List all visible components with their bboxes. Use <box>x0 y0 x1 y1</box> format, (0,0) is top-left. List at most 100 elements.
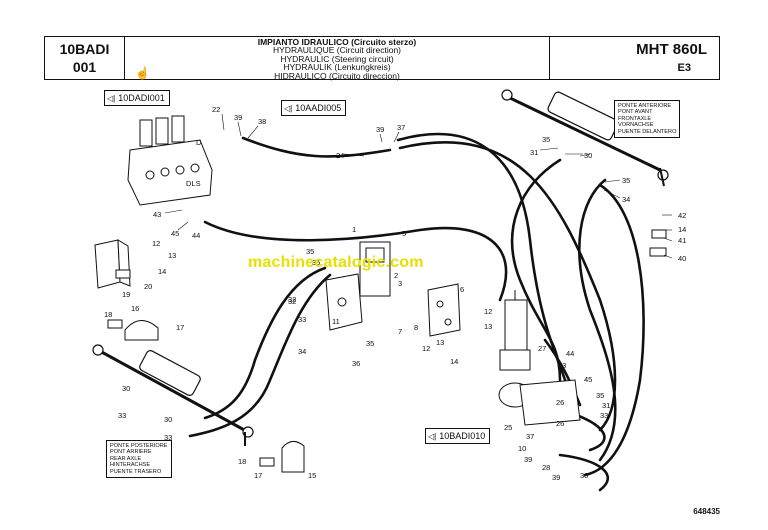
note-line: FRONTAXLE <box>618 115 652 122</box>
title-line-es: HIDRAULICO (Circuito direccion) <box>274 70 400 81</box>
note-line: PONTE POSTERIORE <box>110 443 168 449</box>
reference-box-3[interactable]: ◁|10BADI010 <box>425 428 491 444</box>
part-label: 31 <box>602 401 610 410</box>
priority-valve <box>325 241 461 337</box>
part-label: 33 <box>164 433 172 442</box>
part-label: 18 <box>238 457 246 466</box>
hose <box>241 136 392 158</box>
part-label: 10 <box>518 444 526 453</box>
hose <box>203 220 508 302</box>
part-label: 12 <box>152 239 160 248</box>
part-label: 35 <box>312 258 320 267</box>
part-label: 6 <box>460 285 464 294</box>
part-label: 37 <box>397 123 405 132</box>
reference-box-2[interactable]: ◁|10AADI005 <box>281 100 347 116</box>
note-line: VORNACHSE <box>618 122 654 129</box>
model-name: MHT 860L <box>636 41 707 58</box>
part-label: 20 <box>144 282 152 291</box>
part-label: 33 <box>298 315 306 324</box>
steering-valve-block <box>127 115 213 206</box>
hose <box>510 158 562 382</box>
note-line: REAR AXLE <box>110 455 142 462</box>
part-label: 14 <box>678 225 686 234</box>
part-label: 44 <box>192 231 200 240</box>
title-line-en: HYDRAULIC (Steering circuit) <box>280 53 394 64</box>
part-label: 2 <box>394 271 398 280</box>
reference-code: 10AADI005 <box>295 103 342 113</box>
part-label: 35 <box>306 247 314 256</box>
part-label: 43 <box>153 210 161 219</box>
hand-cursor-icon: ☝ <box>135 66 150 80</box>
title-line-de: HYDRAULIK (Lenkungkreis) <box>283 62 391 73</box>
port-label-dls: DLS <box>186 179 201 188</box>
section-code-cell: 10BADI 001 <box>45 37 125 79</box>
section-code: 10BADI <box>59 41 110 57</box>
steering-unit <box>498 290 581 426</box>
part-label: 12 <box>484 307 492 316</box>
part-label: 35 <box>542 135 550 144</box>
clamp-parts <box>107 229 667 467</box>
part-label: 26 <box>556 419 564 428</box>
guard-part <box>124 320 305 473</box>
part-label: 38 <box>258 117 266 126</box>
part-label: 39 <box>552 473 560 482</box>
revision-code: E3 <box>677 62 691 74</box>
part-label: 17 <box>176 323 184 332</box>
part-label: 25 <box>504 423 512 432</box>
part-label: 35 <box>622 176 630 185</box>
leader-lines <box>164 113 673 259</box>
part-label: 30 <box>164 415 172 424</box>
part-label: 36 <box>352 359 360 368</box>
part-label: 45 <box>171 229 179 238</box>
title-line-it: IMPIANTO IDRAULICO (Circuito sterzo) <box>257 37 417 47</box>
part-label: 13 <box>436 338 444 347</box>
part-label: 23 <box>558 361 566 370</box>
front-axle-note: PONTE ANTERIORE PONT AVANT FRONTAXLE VOR… <box>614 100 681 139</box>
part-label: 13 <box>484 322 492 331</box>
part-label: 34 <box>622 195 630 204</box>
hose <box>558 453 610 492</box>
part-label: 5 <box>402 229 406 238</box>
part-label: 15 <box>308 471 316 480</box>
part-label: 33 <box>118 411 126 420</box>
part-label: 41 <box>678 236 686 245</box>
part-label: 7 <box>398 327 402 336</box>
part-label: 34 <box>298 347 306 356</box>
rear-steering-cylinder <box>92 344 254 446</box>
back-arrow-icon: ◁| <box>284 104 293 113</box>
part-label: 40 <box>678 254 686 263</box>
part-label: 24 <box>336 151 344 160</box>
part-label: 35 <box>596 391 604 400</box>
model-cell: MHT 860L E3 <box>549 37 719 79</box>
hose-group <box>188 132 645 492</box>
part-label: 37 <box>526 432 534 441</box>
note-line: PONTE ANTERIORE <box>618 103 672 109</box>
reference-box-1[interactable]: ◁|10DADI001 <box>104 90 170 106</box>
part-label: 30 <box>584 151 592 160</box>
part-label: 26 <box>556 398 564 407</box>
part-label: 44 <box>566 349 574 358</box>
note-line: PUENTE TRASERO <box>110 468 162 475</box>
multilingual-title: IMPIANTO IDRAULICO (Circuito sterzo) HYD… <box>125 37 549 81</box>
part-label: 28 <box>542 463 550 472</box>
part-label: 39 <box>234 113 242 122</box>
part-label: 3 <box>398 279 402 288</box>
part-label: 31 <box>530 148 538 157</box>
part-label: 13 <box>168 251 176 260</box>
note-line: PONT AVANT <box>618 109 653 116</box>
rear-axle-note: PONTE POSTERIORE PONT ARRIERE REAR AXLE … <box>106 440 172 479</box>
title-block: 10BADI 001 IMPIANTO IDRAULICO (Circuito … <box>44 36 720 80</box>
part-label: 45 <box>584 375 592 384</box>
back-arrow-icon: ◁| <box>428 432 437 441</box>
page-number: 001 <box>72 59 97 75</box>
part-label: 12 <box>422 344 430 353</box>
part-label: 27 <box>538 344 546 353</box>
part-label: 17 <box>254 471 262 480</box>
part-label: 39 <box>524 455 532 464</box>
note-line: PONT ARRIERE <box>110 449 152 456</box>
part-label: 32 <box>288 295 296 304</box>
part-label: 33 <box>600 411 608 420</box>
part-label: 19 <box>122 290 130 299</box>
